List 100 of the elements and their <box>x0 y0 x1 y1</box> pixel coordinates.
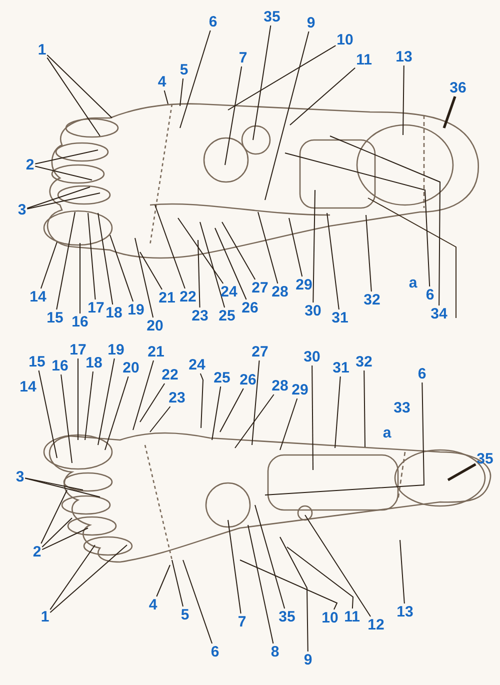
callout-number: 24 <box>220 284 238 300</box>
callout-number: 7 <box>238 614 246 630</box>
leader-line <box>304 514 372 617</box>
leader-line <box>312 190 316 303</box>
leader-line <box>400 540 405 604</box>
leader-line <box>312 365 314 470</box>
callout-number: 13 <box>396 604 414 620</box>
callout-number: 6 <box>208 14 218 30</box>
callout-number: 33 <box>394 400 410 416</box>
callout-number: 25 <box>214 370 230 386</box>
leader-line <box>200 222 226 308</box>
callout-number: 24 <box>188 358 206 372</box>
leader-line <box>220 388 244 432</box>
leader-line <box>172 560 184 607</box>
callout-number: 19 <box>128 302 144 318</box>
callout-number: 36 <box>450 80 466 96</box>
callout-number: 18 <box>106 306 122 320</box>
callout-number: 26 <box>242 300 258 316</box>
callout-number: 10 <box>336 32 354 48</box>
leader-line <box>240 560 338 610</box>
leader-line <box>24 478 100 498</box>
leader-line <box>38 370 58 458</box>
leader-line <box>198 240 200 308</box>
callout-number: 1 <box>40 610 50 624</box>
leader-line <box>50 544 96 610</box>
leader-line <box>46 54 112 118</box>
callout-number: 3 <box>16 470 24 484</box>
callout-number: 11 <box>356 52 372 68</box>
leader-line <box>42 518 72 548</box>
leader-line <box>132 360 154 430</box>
leader-line <box>224 66 242 166</box>
callout-number: 28 <box>272 284 288 300</box>
callout-number: 13 <box>396 50 412 64</box>
leader-line <box>222 222 256 280</box>
callout-number: 23 <box>192 308 208 324</box>
leader-line <box>326 212 340 310</box>
callout-number: 35 <box>264 10 280 24</box>
callout-number: 9 <box>304 652 312 668</box>
callout-number: 12 <box>368 618 384 632</box>
callout-number: 17 <box>88 300 104 316</box>
leader-line <box>264 31 310 200</box>
callout-number: 29 <box>296 278 312 292</box>
leader-line <box>258 212 278 284</box>
leader-line <box>84 371 94 440</box>
leader-line <box>228 45 336 110</box>
leader-line <box>200 373 204 428</box>
leader-line <box>214 228 247 300</box>
callout-number: 32 <box>356 354 372 370</box>
callout-number: 20 <box>146 318 164 334</box>
callout-number: 14 <box>20 380 36 394</box>
leader-line <box>264 382 424 496</box>
leader-line <box>402 65 404 136</box>
leader-line <box>280 536 308 652</box>
callout-number: 1 <box>38 42 46 58</box>
leader-line <box>26 192 100 210</box>
callout-number: 20 <box>122 360 140 376</box>
leader-line <box>104 376 129 450</box>
leader-line <box>228 520 242 614</box>
leader-line <box>442 96 456 128</box>
leader-line <box>290 67 356 126</box>
leader-line <box>364 370 366 448</box>
leader-line <box>50 544 128 613</box>
callout-number: 23 <box>168 390 186 406</box>
leader-line <box>156 564 170 597</box>
callout-number: 17 <box>70 342 86 358</box>
leader-line <box>60 374 72 464</box>
leader-line <box>24 478 84 490</box>
leader-line <box>154 204 186 289</box>
leader-line <box>88 212 96 300</box>
callout-number: 19 <box>108 342 124 358</box>
callout-number: 30 <box>304 350 320 364</box>
leader-line <box>178 218 224 284</box>
callout-number: 35 <box>278 610 296 624</box>
callout-number: 27 <box>252 344 268 360</box>
leader-line <box>180 78 184 106</box>
callout-number: 2 <box>32 544 42 560</box>
callout-number: 15 <box>28 354 46 370</box>
leader-line <box>34 166 92 180</box>
callout-number: a <box>408 276 418 290</box>
leader-line <box>98 358 115 446</box>
leader-line <box>284 152 430 287</box>
leader-line <box>34 150 98 164</box>
callout-number: 21 <box>148 344 164 360</box>
callout-number: 11 <box>344 610 360 624</box>
leader-line <box>234 394 274 448</box>
callout-number: 22 <box>180 290 196 304</box>
leader-line <box>180 30 211 128</box>
callout-number: 21 <box>158 290 176 306</box>
leader-line <box>26 186 90 209</box>
callout-number: 5 <box>180 62 188 78</box>
leader-line <box>182 560 213 644</box>
callout-number: 34 <box>430 306 448 322</box>
leader-line <box>40 242 58 289</box>
callout-number: 6 <box>210 644 220 660</box>
leader-line <box>110 234 134 302</box>
leader-line <box>140 252 162 290</box>
callout-number: 30 <box>304 304 322 318</box>
callout-number: 29 <box>292 382 308 398</box>
leader-line <box>98 212 114 305</box>
callout-number: 16 <box>52 358 68 374</box>
